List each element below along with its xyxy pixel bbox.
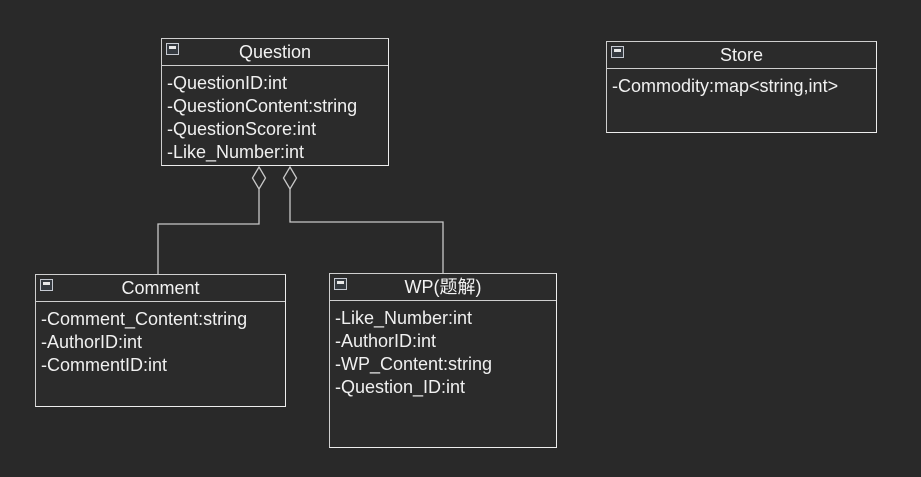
attribute: -CommentID:int xyxy=(41,355,168,375)
aggregation-connector-comment-to-question[interactable] xyxy=(157,165,267,274)
attributes-compartment: -Commodity:map<string,int> xyxy=(607,69,876,98)
attribute: -Commodity:map<string,int> xyxy=(612,76,839,96)
class-title-bar: WP(题解) xyxy=(330,274,556,301)
attributes-compartment: -Like_Number:int -AuthorID:int -WP_Conte… xyxy=(330,301,556,399)
class-name: Question xyxy=(238,42,312,62)
attribute: -AuthorID:int xyxy=(335,331,437,351)
class-title-bar: Question xyxy=(162,39,388,66)
collapse-icon[interactable] xyxy=(611,46,624,58)
attribute: -WP_Content:string xyxy=(335,354,493,374)
collapse-icon[interactable] xyxy=(40,279,53,291)
connector-line[interactable] xyxy=(157,189,260,274)
class-box-store[interactable]: Store -Commodity:map<string,int> xyxy=(606,41,877,133)
class-box-wp[interactable]: WP(题解) -Like_Number:int -AuthorID:int -W… xyxy=(329,273,557,448)
class-name: Comment xyxy=(121,278,200,298)
class-name: Store xyxy=(719,45,764,65)
attributes-compartment: -QuestionID:int -QuestionContent:string … xyxy=(162,66,388,164)
attribute: -QuestionID:int xyxy=(167,73,288,93)
attribute: -QuestionContent:string xyxy=(167,96,358,116)
attribute: -Like_Number:int xyxy=(335,308,473,328)
attribute: -Question_ID:int xyxy=(335,377,466,397)
aggregation-connector-wp-to-question[interactable] xyxy=(282,165,444,273)
attribute: -Comment_Content:string xyxy=(41,309,248,329)
class-box-question[interactable]: Question -QuestionID:int -QuestionConten… xyxy=(161,38,389,166)
class-title-bar: Store xyxy=(607,42,876,69)
class-box-comment[interactable]: Comment -Comment_Content:string -AuthorI… xyxy=(35,274,286,407)
aggregation-diamond-icon xyxy=(251,165,267,191)
collapse-icon[interactable] xyxy=(166,43,179,55)
attribute: -Like_Number:int xyxy=(167,142,305,162)
attribute: -QuestionScore:int xyxy=(167,119,317,139)
aggregation-diamond-icon xyxy=(282,165,298,191)
collapse-icon[interactable] xyxy=(334,278,347,290)
attributes-compartment: -Comment_Content:string -AuthorID:int -C… xyxy=(36,302,285,377)
connector-line[interactable] xyxy=(289,189,444,273)
attribute: -AuthorID:int xyxy=(41,332,143,352)
class-name: WP(题解) xyxy=(404,277,482,297)
class-title-bar: Comment xyxy=(36,275,285,302)
